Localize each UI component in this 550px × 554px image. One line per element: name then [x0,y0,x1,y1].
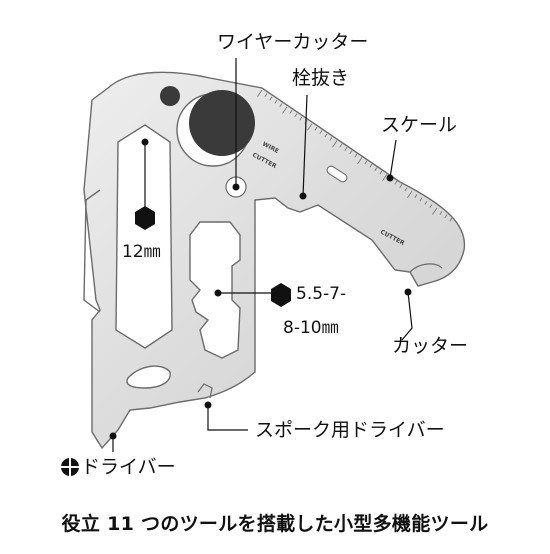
label-hex-multi-2: 8-10㎜ [283,318,339,338]
scale-tick [319,130,323,134]
wire-cutter-dark [189,90,255,156]
label-spoke-driver: スポーク用ドライバー [255,419,445,441]
scale-tick [419,197,423,202]
scale-tick [394,180,398,185]
scale-tick [429,204,433,209]
scale-tick [444,214,448,219]
scale-ticks [257,89,453,222]
label-hex-12: 12㎜ [122,242,161,262]
scale-tick [314,126,318,131]
phillips-icon [61,458,79,476]
scale-tick [407,190,413,198]
scale-tick [382,173,388,182]
scale-tick [399,184,403,188]
side-loop [83,189,101,313]
label-cutter: カッター [392,335,469,357]
hex-12-icon [135,206,155,230]
scale-tick [339,143,343,148]
scale-tick [354,153,358,158]
lower-cutout [126,365,171,389]
scale-tick [329,136,333,141]
label-spoke-puller: 栓抜き [292,67,350,89]
hex-multi-icon [271,283,291,307]
label-scale: スケール [381,114,458,136]
scale-tick [404,187,408,192]
scale-tick [307,123,313,131]
label-wire-cutter: ワイヤーカッター [217,31,369,53]
label-hex-multi-1: 5.5-7- [296,284,347,304]
scale-tick [324,133,328,138]
scale-tick [264,93,268,97]
tool-body [83,71,466,450]
spoke-notch [197,383,213,399]
hex-multi-slot [189,221,241,359]
scale-tick [357,157,363,165]
scale-tick [379,170,383,175]
slot [326,165,348,183]
scale-tick [364,160,368,165]
leader-dots [109,138,412,440]
scale-tick [349,150,353,155]
scale-tick [424,200,428,205]
scale-tick [279,103,283,108]
scale-tick [449,217,453,222]
scale-tick [274,99,278,104]
scale-tick [344,147,348,151]
scale-tick [269,96,273,101]
cutter-blade [409,263,443,273]
label-phillips: ドライバー [81,456,176,478]
scale-tick [374,167,378,172]
scale-tick [257,89,263,97]
scale-tick [299,116,303,121]
scale-tick [432,207,438,215]
scale-tick [289,109,293,114]
scale-tick [282,106,288,114]
leader-lines [112,58,413,452]
small-dark-circle [160,86,180,106]
caption: 役立 11 つのツールを搭載した小型多機能ツール [61,513,489,535]
scale-tick [414,194,418,198]
scale-tick [332,140,338,148]
scale-tick [439,211,443,215]
hex-12mm-slot [115,124,173,349]
scale-tick [369,163,373,168]
scale-tick [294,113,298,118]
